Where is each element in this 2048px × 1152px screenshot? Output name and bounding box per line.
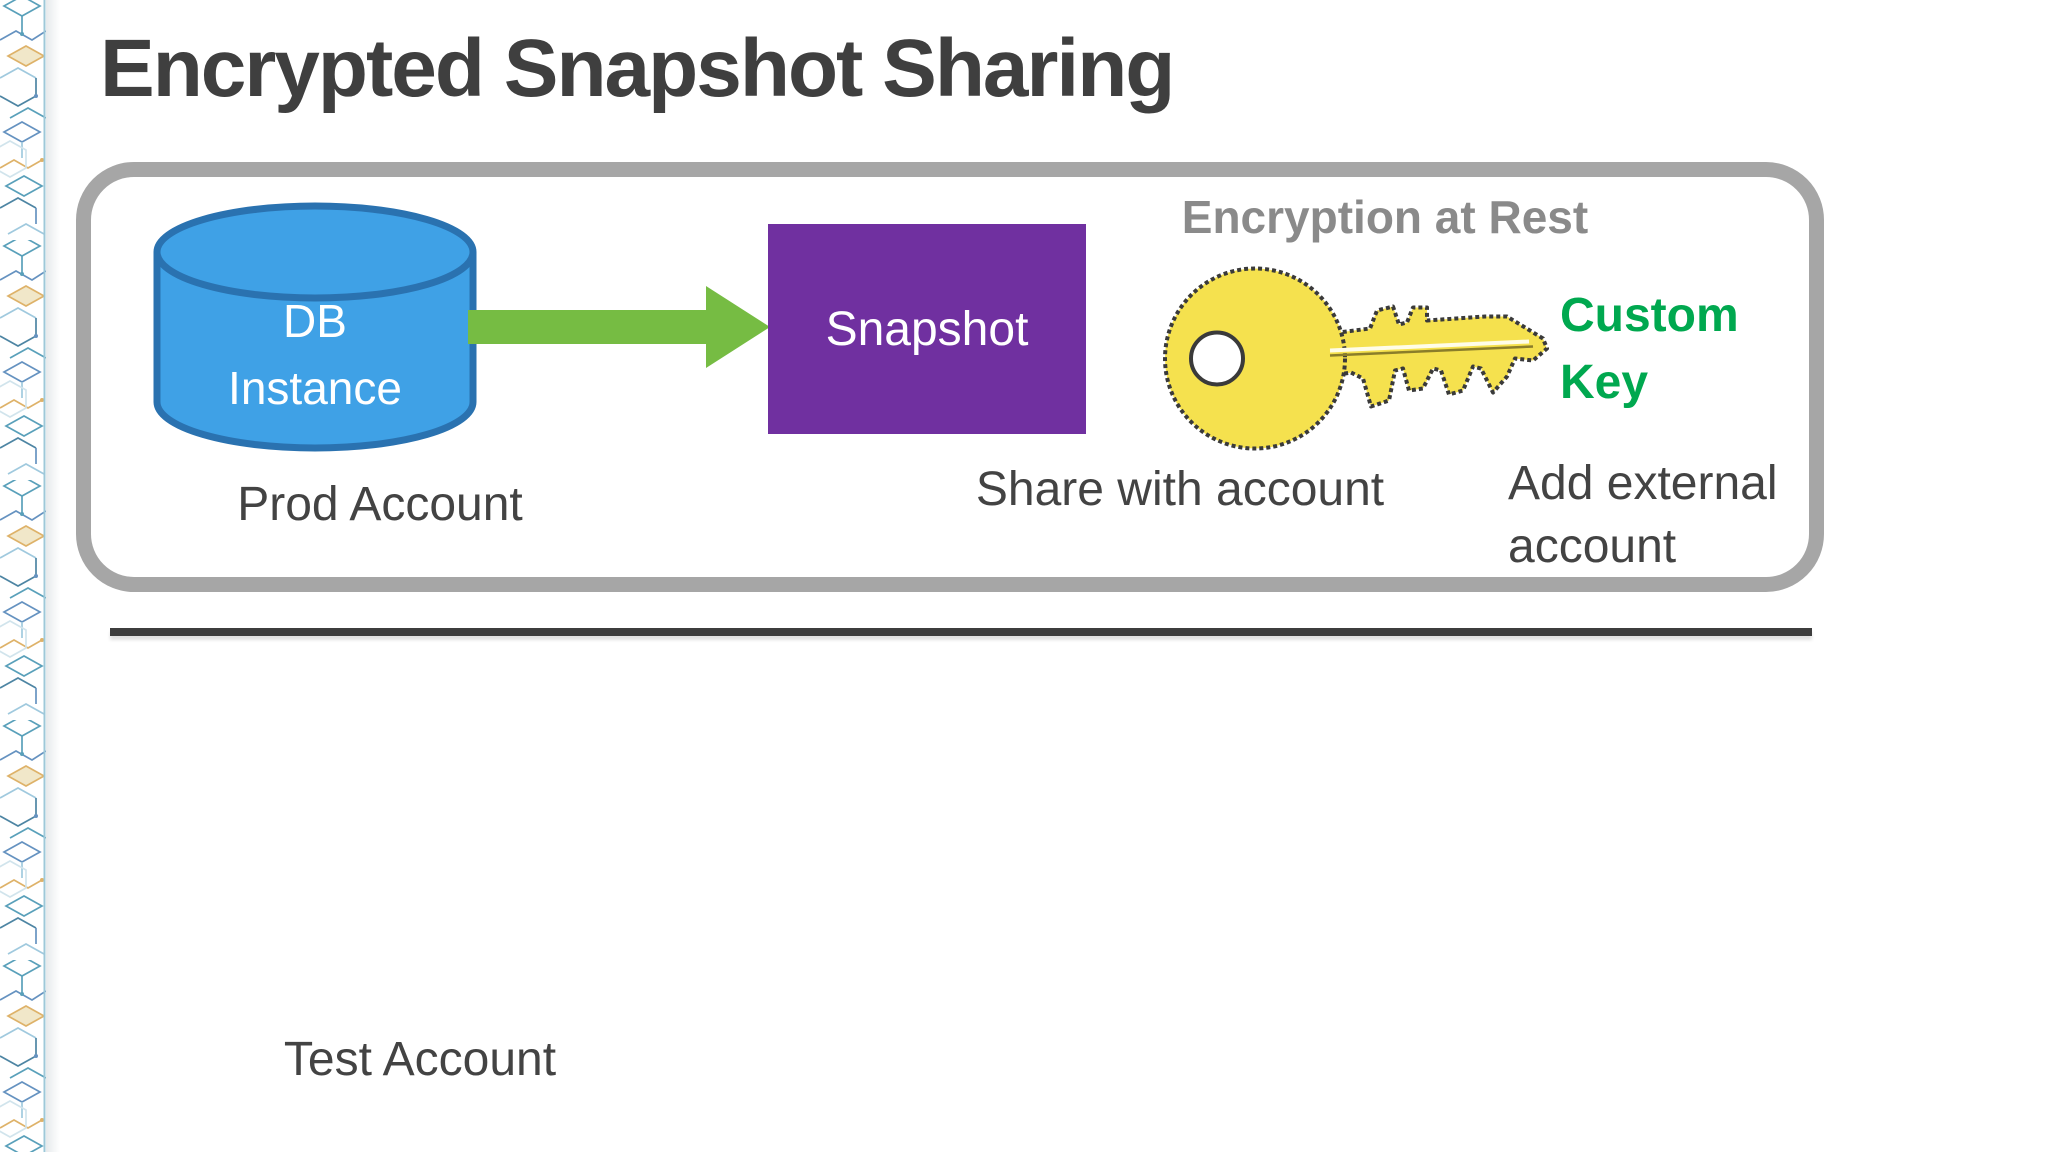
custom-key-label: Custom Key: [1560, 289, 1739, 410]
slide-title: Encrypted Snapshot Sharing: [100, 23, 1175, 114]
prod-account-label: Prod Account: [237, 478, 523, 531]
db-instance-label: DB Instance: [228, 295, 402, 414]
snapshot-box: Snapshot: [768, 224, 1086, 434]
flow-arrow-icon: [468, 286, 770, 368]
decorative-circuit-pattern-icon: [0, 0, 46, 1152]
account-divider-line: [110, 628, 1812, 636]
database-cylinder-icon: [153, 202, 477, 452]
pattern-strip-shadow: [46, 0, 60, 1152]
share-with-account-label: Share with account: [975, 463, 1385, 516]
key-icon: [1163, 266, 1549, 451]
test-account-label: Test Account: [283, 1033, 557, 1086]
snapshot-label: Snapshot: [825, 302, 1029, 356]
prod-account-container: [76, 162, 1824, 592]
add-external-account-label: Add external account: [1508, 457, 1778, 574]
encryption-at-rest-heading: Encryption at Rest: [1181, 191, 1589, 243]
